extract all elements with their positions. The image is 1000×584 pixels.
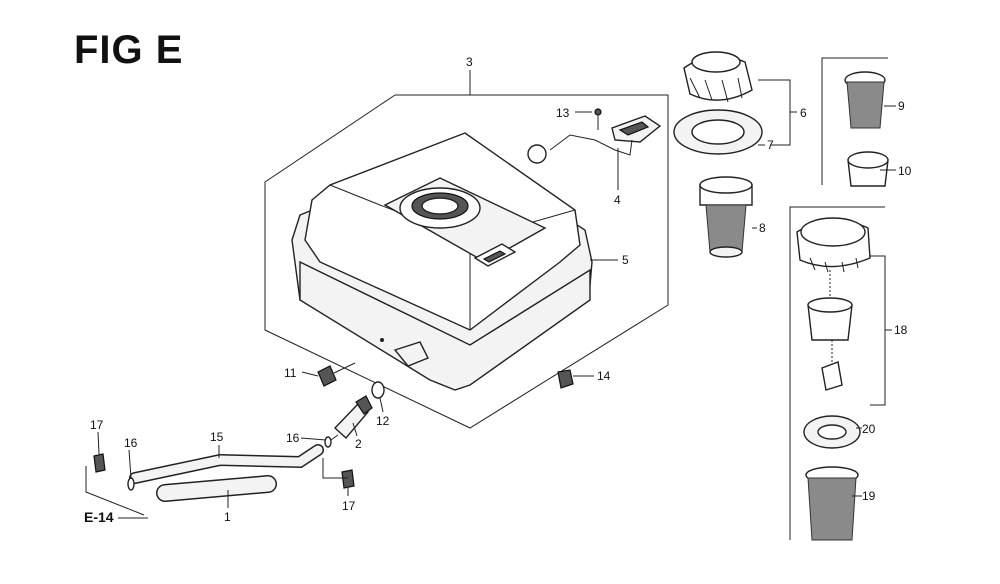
callout-12: 12 (376, 414, 390, 428)
screw-13 (594, 108, 602, 130)
fuel-tank (291, 132, 593, 391)
callout-17-right: 17 (342, 499, 356, 513)
callout-7: 7 (767, 138, 774, 152)
washer-12 (371, 381, 385, 399)
clip-16-left (127, 477, 135, 491)
callout-6: 6 (800, 106, 807, 120)
retainer-10 (847, 151, 889, 187)
clip-17-left (93, 453, 106, 473)
fuel-cap-18 (796, 217, 871, 391)
callout-14: 14 (597, 369, 611, 383)
fuel-cock-2 (327, 395, 373, 443)
figure-title: FIG E (74, 28, 184, 72)
nut-14 (557, 369, 574, 389)
fuel-hose-1 (156, 475, 277, 502)
reference-label: E-14 (84, 509, 114, 525)
callout-11: 11 (284, 366, 297, 380)
leader-lines (97, 70, 896, 508)
callout-19: 19 (862, 489, 876, 503)
clip-16-right (324, 436, 332, 448)
callout-8: 8 (759, 221, 766, 235)
assembly-frame (264, 94, 669, 429)
gasket-20 (803, 415, 861, 449)
callout-17-left: 17 (90, 418, 104, 432)
clip-17-right (341, 469, 355, 489)
callout-16-right: 16 (286, 431, 300, 445)
callout-10: 10 (898, 164, 912, 178)
bolt-11 (317, 362, 356, 387)
callout-2: 2 (355, 437, 362, 451)
callout-1: 1 (224, 510, 231, 524)
callout-9: 9 (898, 99, 905, 113)
fuel-hose-15 (129, 444, 324, 484)
strainer-8 (699, 176, 753, 258)
fuel-cap-6 (683, 51, 753, 103)
callout-numbers: 3 13 4 5 6 7 8 9 10 18 20 19 11 12 2 14 … (90, 55, 912, 524)
gasket-7 (673, 109, 763, 155)
callout-4: 4 (614, 193, 621, 207)
callout-16-left: 16 (124, 436, 138, 450)
strainer-9 (844, 71, 886, 129)
callout-5: 5 (622, 253, 629, 267)
fuel-gauge (527, 115, 662, 164)
strainer-19 (805, 466, 859, 541)
callout-3: 3 (466, 55, 473, 69)
callout-15: 15 (210, 430, 224, 444)
callout-18: 18 (894, 323, 908, 337)
callout-20: 20 (862, 422, 876, 436)
callout-13: 13 (556, 106, 570, 120)
